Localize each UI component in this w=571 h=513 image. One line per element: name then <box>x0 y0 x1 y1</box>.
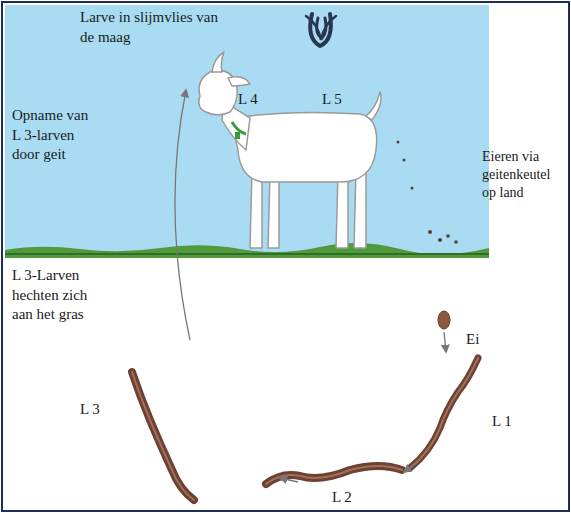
step-note: Opname van L 3-larven door geit <box>12 106 92 165</box>
stage-label: Ei <box>466 330 496 350</box>
stage-label: L 3 <box>80 400 120 420</box>
goat-figure <box>199 52 381 248</box>
egg-shape <box>438 311 450 329</box>
ground-line <box>5 253 489 255</box>
grass-strip <box>5 243 489 258</box>
larva-icon <box>306 14 336 46</box>
larva-worms <box>132 358 478 500</box>
sky-panel <box>5 5 489 257</box>
stage-label: L 5 <box>322 90 362 110</box>
stage-label: L 2 <box>332 488 372 508</box>
droppings <box>397 141 458 244</box>
collar-tag <box>235 132 240 139</box>
stage-label: L 1 <box>492 412 532 432</box>
step-note: L 3-Larven hechten zich aan het gras <box>12 266 102 325</box>
step-note: Eieren via geitenkeutel op land <box>482 148 564 203</box>
cycle-arrows <box>175 90 446 482</box>
stage-label: L 4 <box>238 90 278 110</box>
stage-caption: Larve in slijmvlies van de maag <box>80 8 220 47</box>
